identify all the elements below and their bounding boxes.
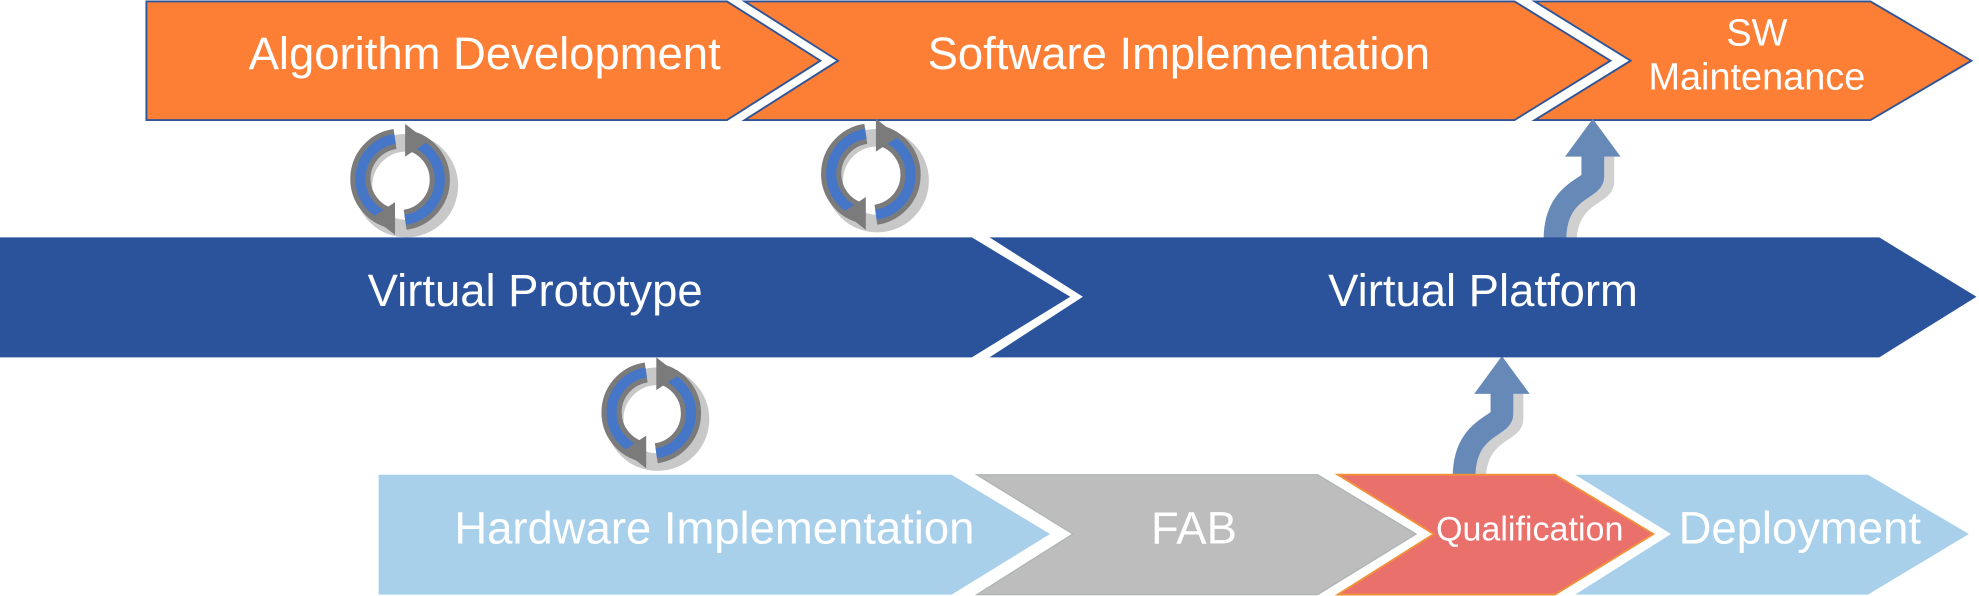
refresh-cycle-icon xyxy=(612,357,701,468)
phase-software-implementation: Software Implementation xyxy=(741,0,1613,121)
phase-label: Algorithm Development xyxy=(249,28,721,79)
phase-label: Virtual Prototype xyxy=(368,265,703,316)
phase-label-line1: SW xyxy=(1726,12,1787,54)
phase-label: Qualification xyxy=(1436,510,1623,548)
curved-up-arrow-icon xyxy=(1464,356,1530,482)
phase-algorithm-development: Algorithm Development xyxy=(145,0,823,121)
refresh-cycle-icon xyxy=(360,124,449,235)
phase-label: Software Implementation xyxy=(928,28,1430,79)
phase-label: FAB xyxy=(1151,502,1237,553)
phase-label: Hardware Implementation xyxy=(454,502,974,553)
phase-label-line2: Maintenance xyxy=(1648,57,1865,99)
phase-virtual-prototype: Virtual Prototype xyxy=(0,237,1071,358)
phase-label: Deployment xyxy=(1679,502,1922,553)
curved-up-arrow-icon xyxy=(1555,119,1621,245)
phase-fab: FAB xyxy=(974,474,1418,596)
phase-hardware-implementation: Hardware Implementation xyxy=(378,474,1051,595)
phase-deployment: Deployment xyxy=(1575,474,1969,595)
refresh-cycle-icon xyxy=(831,119,920,230)
phase-label: Virtual Platform xyxy=(1328,265,1638,316)
phase-sw-maintenance: SW Maintenance xyxy=(1531,0,1974,121)
phase-virtual-platform: Virtual Platform xyxy=(989,237,1977,358)
phase-qualification: Qualification xyxy=(1334,473,1656,596)
